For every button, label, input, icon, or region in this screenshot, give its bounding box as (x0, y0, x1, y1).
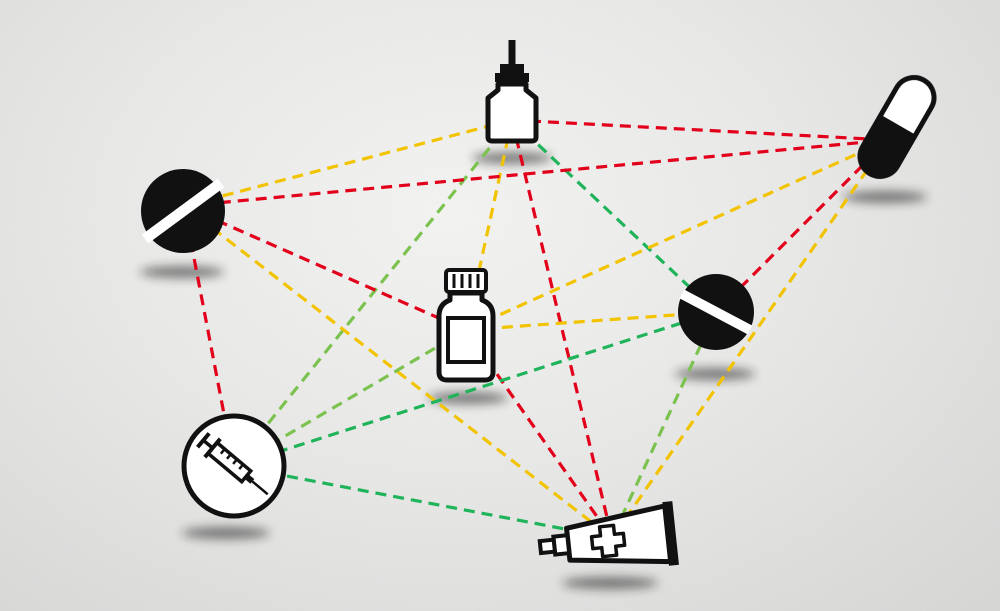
connection-tablet-right-syringe (233, 310, 717, 468)
connection-nasal-spray-tablet-left (183, 118, 513, 208)
capsule-icon (857, 75, 937, 179)
connection-capsule-ointment (610, 139, 890, 539)
connection-capsule-bottle (465, 138, 889, 332)
node-bottle (436, 268, 496, 383)
pill-bottle-icon (436, 268, 496, 383)
connection-tablet-right-ointment (610, 311, 718, 539)
connection-tablet-left-bottle (183, 204, 467, 332)
connection-bottle-tablet-right (465, 310, 717, 332)
connection-nasal-spray-syringe (232, 118, 514, 468)
syringe-icon (181, 413, 287, 519)
connection-tablet-left-ointment (183, 204, 613, 540)
node-tablet-left (141, 169, 225, 253)
split-tablet-icon (141, 169, 225, 253)
node-syringe (181, 413, 287, 519)
connection-tablet-left-capsule (183, 138, 889, 208)
node-shadows (140, 152, 927, 589)
node-nasal-spray (485, 40, 539, 144)
node-capsule (857, 75, 937, 179)
connection-nasal-spray-capsule (511, 118, 889, 142)
connection-nasal-spray-tablet-right (510, 118, 718, 314)
split-tablet-icon (678, 274, 754, 350)
node-tablet-right (678, 274, 754, 350)
ointment-tube-icon (537, 501, 679, 566)
node-ointment (537, 501, 679, 566)
connection-syringe-ointment (233, 464, 613, 540)
nasal-spray-icon (485, 40, 539, 144)
connection-capsule-tablet-right (714, 138, 890, 314)
